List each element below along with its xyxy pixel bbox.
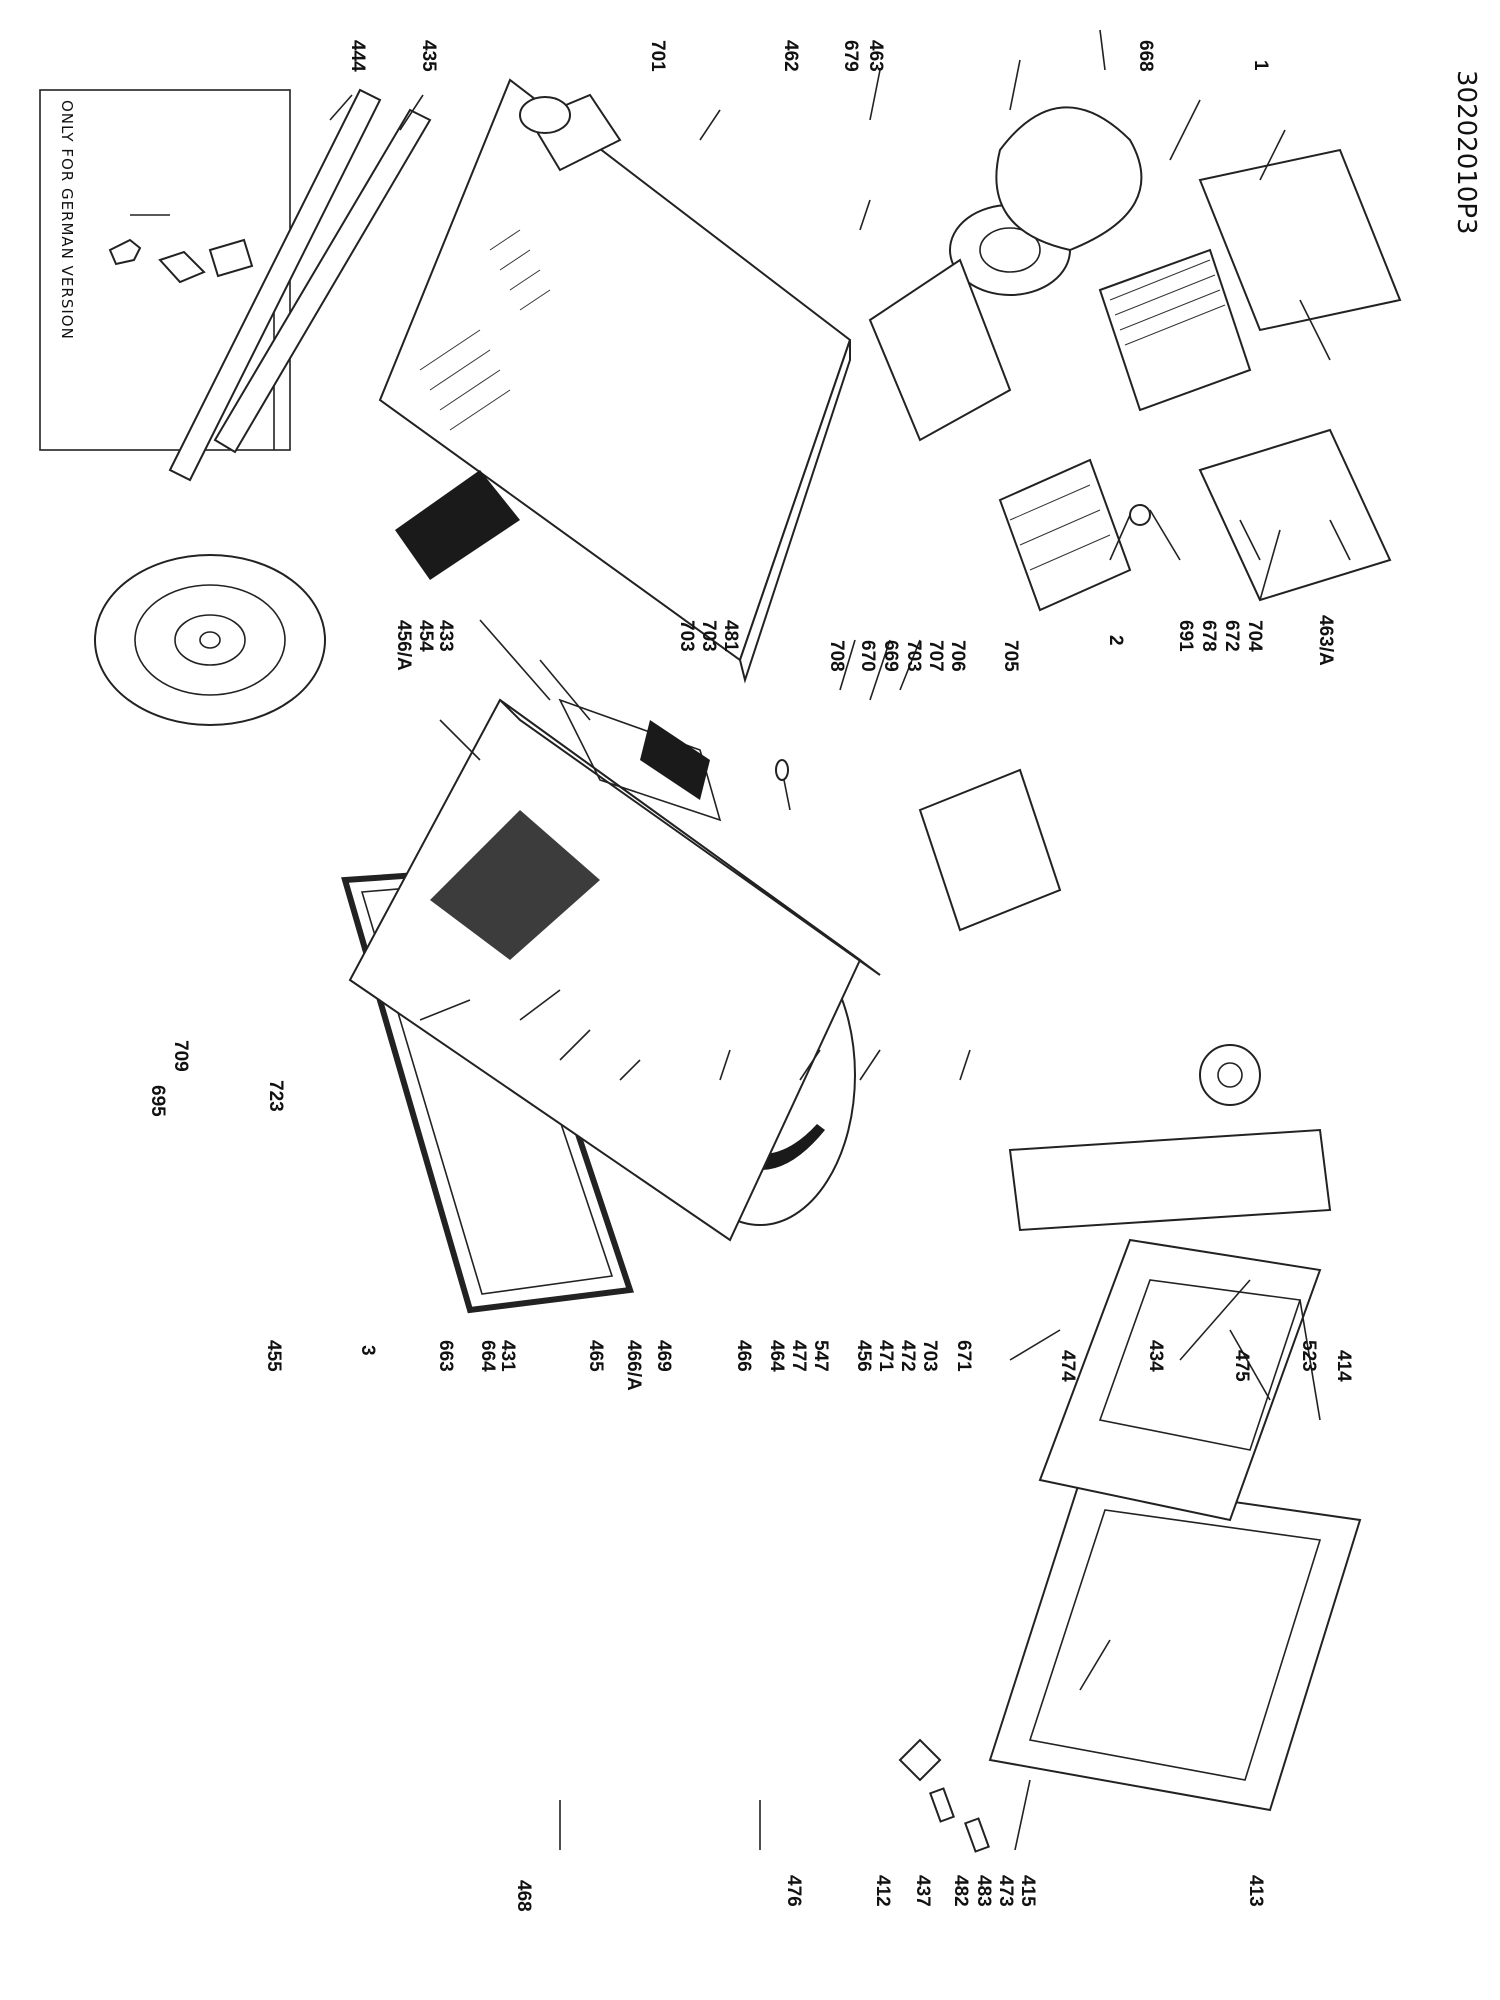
label-664: 664 [477,1340,498,1372]
label-463a: 463/A [1315,615,1336,666]
label-469: 469 [653,1340,674,1372]
label-463: 463 [865,40,886,72]
label-670: 670 [857,640,878,672]
label-464: 464 [766,1340,787,1372]
label-471: 471 [875,1340,896,1372]
label-472: 472 [897,1340,918,1372]
label-1: 1 [1250,60,1271,71]
part-705-magnetron [998,458,1151,612]
label-434: 434 [1145,1340,1166,1372]
label-412: 412 [872,1875,893,1907]
label-705: 705 [1000,640,1021,672]
part-labels: 444 435 701 462 679 463 668 1 456/A 454 … [147,40,1354,1912]
part-chassis [348,698,881,1242]
label-456: 456 [853,1340,874,1372]
label-468: 468 [513,1880,534,1912]
label-678: 678 [1198,620,1219,652]
label-703-b: 703 [698,620,719,652]
label-413: 413 [1245,1875,1266,1907]
part-706-board [918,768,1062,932]
label-481: 481 [720,620,741,652]
label-704: 704 [1244,620,1265,652]
label-701: 701 [647,40,668,72]
label-466a: 466/A [623,1340,644,1391]
label-415: 415 [1017,1875,1038,1907]
label-475: 475 [1231,1350,1252,1382]
label-695: 695 [147,1085,168,1117]
part-1-bracket [1198,148,1402,332]
document-code: 30202010P3 [1451,70,1481,235]
label-708: 708 [826,640,847,672]
label-455: 455 [263,1340,284,1372]
label-437: 437 [912,1875,933,1907]
part-444-panel [168,88,432,482]
label-663: 663 [435,1340,456,1372]
part-433-cabinet [378,78,852,684]
label-668: 668 [1135,40,1156,72]
label-466: 466 [733,1340,754,1372]
label-703-c: 703 [903,640,924,672]
label-454: 454 [415,620,436,652]
label-672: 672 [1221,620,1242,652]
label-474: 474 [1057,1350,1078,1382]
part-701-capacitor [519,93,622,172]
part-small-latches [898,1738,990,1853]
label-483: 483 [973,1875,994,1907]
part-463a-cover [1198,428,1392,602]
label-703-a: 703 [676,620,697,652]
label-444: 444 [347,40,368,72]
part-434-control-panel [1008,1044,1332,1232]
label-723: 723 [265,1080,286,1112]
part-455-cover [94,554,326,726]
label-431: 431 [497,1340,518,1372]
label-414: 414 [1333,1350,1354,1382]
label-482: 482 [950,1875,971,1907]
label-476: 476 [783,1875,804,1907]
label-707: 707 [925,640,946,672]
german-version-box: ONLY FOR GERMAN VERSION [39,89,291,451]
part-668-transformer [1098,248,1252,412]
label-679: 679 [840,40,861,72]
german-version-note: ONLY FOR GERMAN VERSION [58,100,76,340]
label-523: 523 [1298,1340,1319,1372]
leader-lines [329,29,1351,1851]
part-fan-housing [868,258,1012,442]
label-706: 706 [947,640,968,672]
label-691: 691 [1175,620,1196,652]
label-456a: 456/A [393,620,414,671]
part-463-blower-cover [995,106,1143,252]
label-2: 2 [1105,635,1126,646]
label-3: 3 [357,1345,378,1356]
label-435: 435 [418,40,439,72]
label-462: 462 [780,40,801,72]
label-477: 477 [788,1340,809,1372]
label-547: 547 [810,1340,831,1372]
label-709: 709 [170,1040,191,1072]
label-669: 669 [880,640,901,672]
label-465: 465 [585,1340,606,1372]
label-703-d: 703 [919,1340,940,1372]
label-433: 433 [435,620,456,652]
part-413-door [988,1238,1362,1812]
label-671: 671 [953,1340,974,1372]
label-473: 473 [995,1875,1016,1907]
